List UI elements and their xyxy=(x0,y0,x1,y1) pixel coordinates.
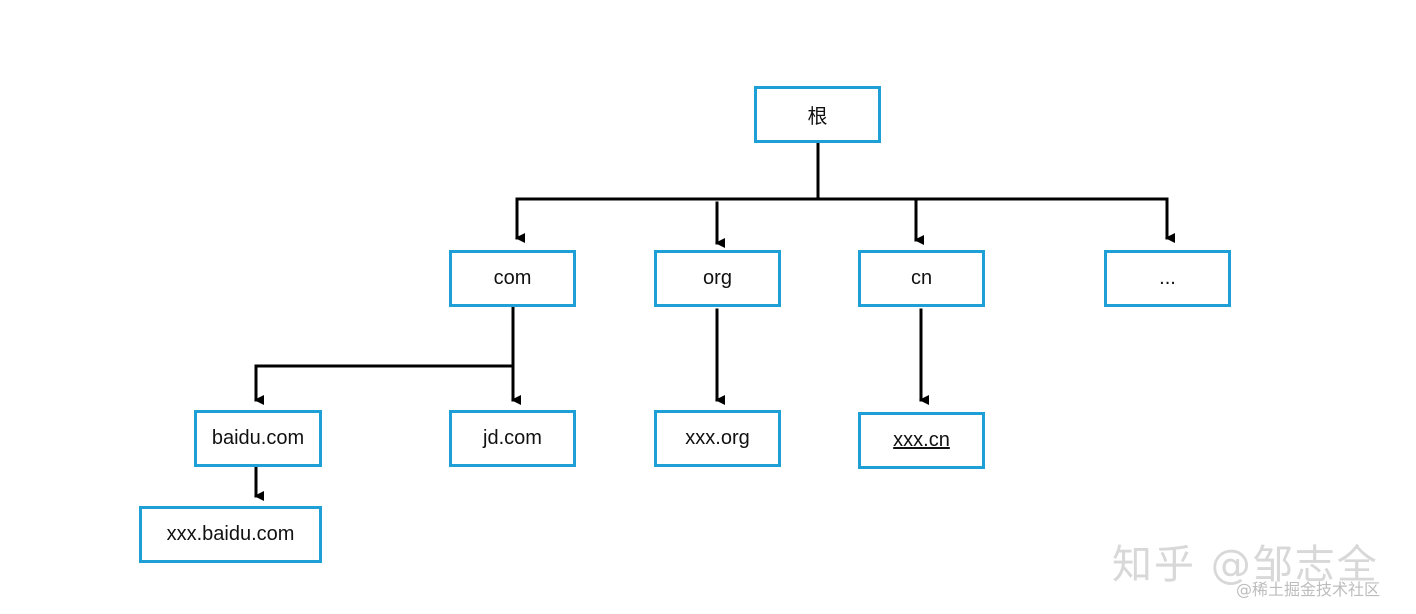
node-com-label: com xyxy=(493,267,532,289)
node-baidu: baidu.com xyxy=(194,410,322,467)
node-root-label: 根 xyxy=(807,106,828,128)
node-com: com xyxy=(449,250,576,307)
node-jd: jd.com xyxy=(449,410,576,467)
node-jd-label: jd.com xyxy=(483,427,542,449)
node-xxx-baidu: xxx.baidu.com xyxy=(139,506,322,563)
node-cn-label: cn xyxy=(910,267,933,289)
node-xxx-cn: xxx.cn xyxy=(858,412,985,469)
node-more-label: ... xyxy=(1159,267,1176,289)
node-xxx-baidu-label: xxx.baidu.com xyxy=(166,523,295,545)
watermark-zhihu: 知乎 @邹志全 xyxy=(1112,542,1379,588)
node-xxx-org-label: xxx.org xyxy=(685,427,750,449)
node-cn: cn xyxy=(858,250,985,307)
node-org-label: org xyxy=(703,267,732,289)
node-root: 根 xyxy=(754,86,881,143)
watermark-juejin: @稀土掘金技术社区 xyxy=(1236,580,1381,599)
node-org: org xyxy=(654,250,781,307)
node-xxx-cn-label: xxx.cn xyxy=(893,429,950,451)
node-baidu-label: baidu.com xyxy=(211,427,305,449)
node-xxx-org: xxx.org xyxy=(654,410,781,467)
node-more: ... xyxy=(1104,250,1231,307)
